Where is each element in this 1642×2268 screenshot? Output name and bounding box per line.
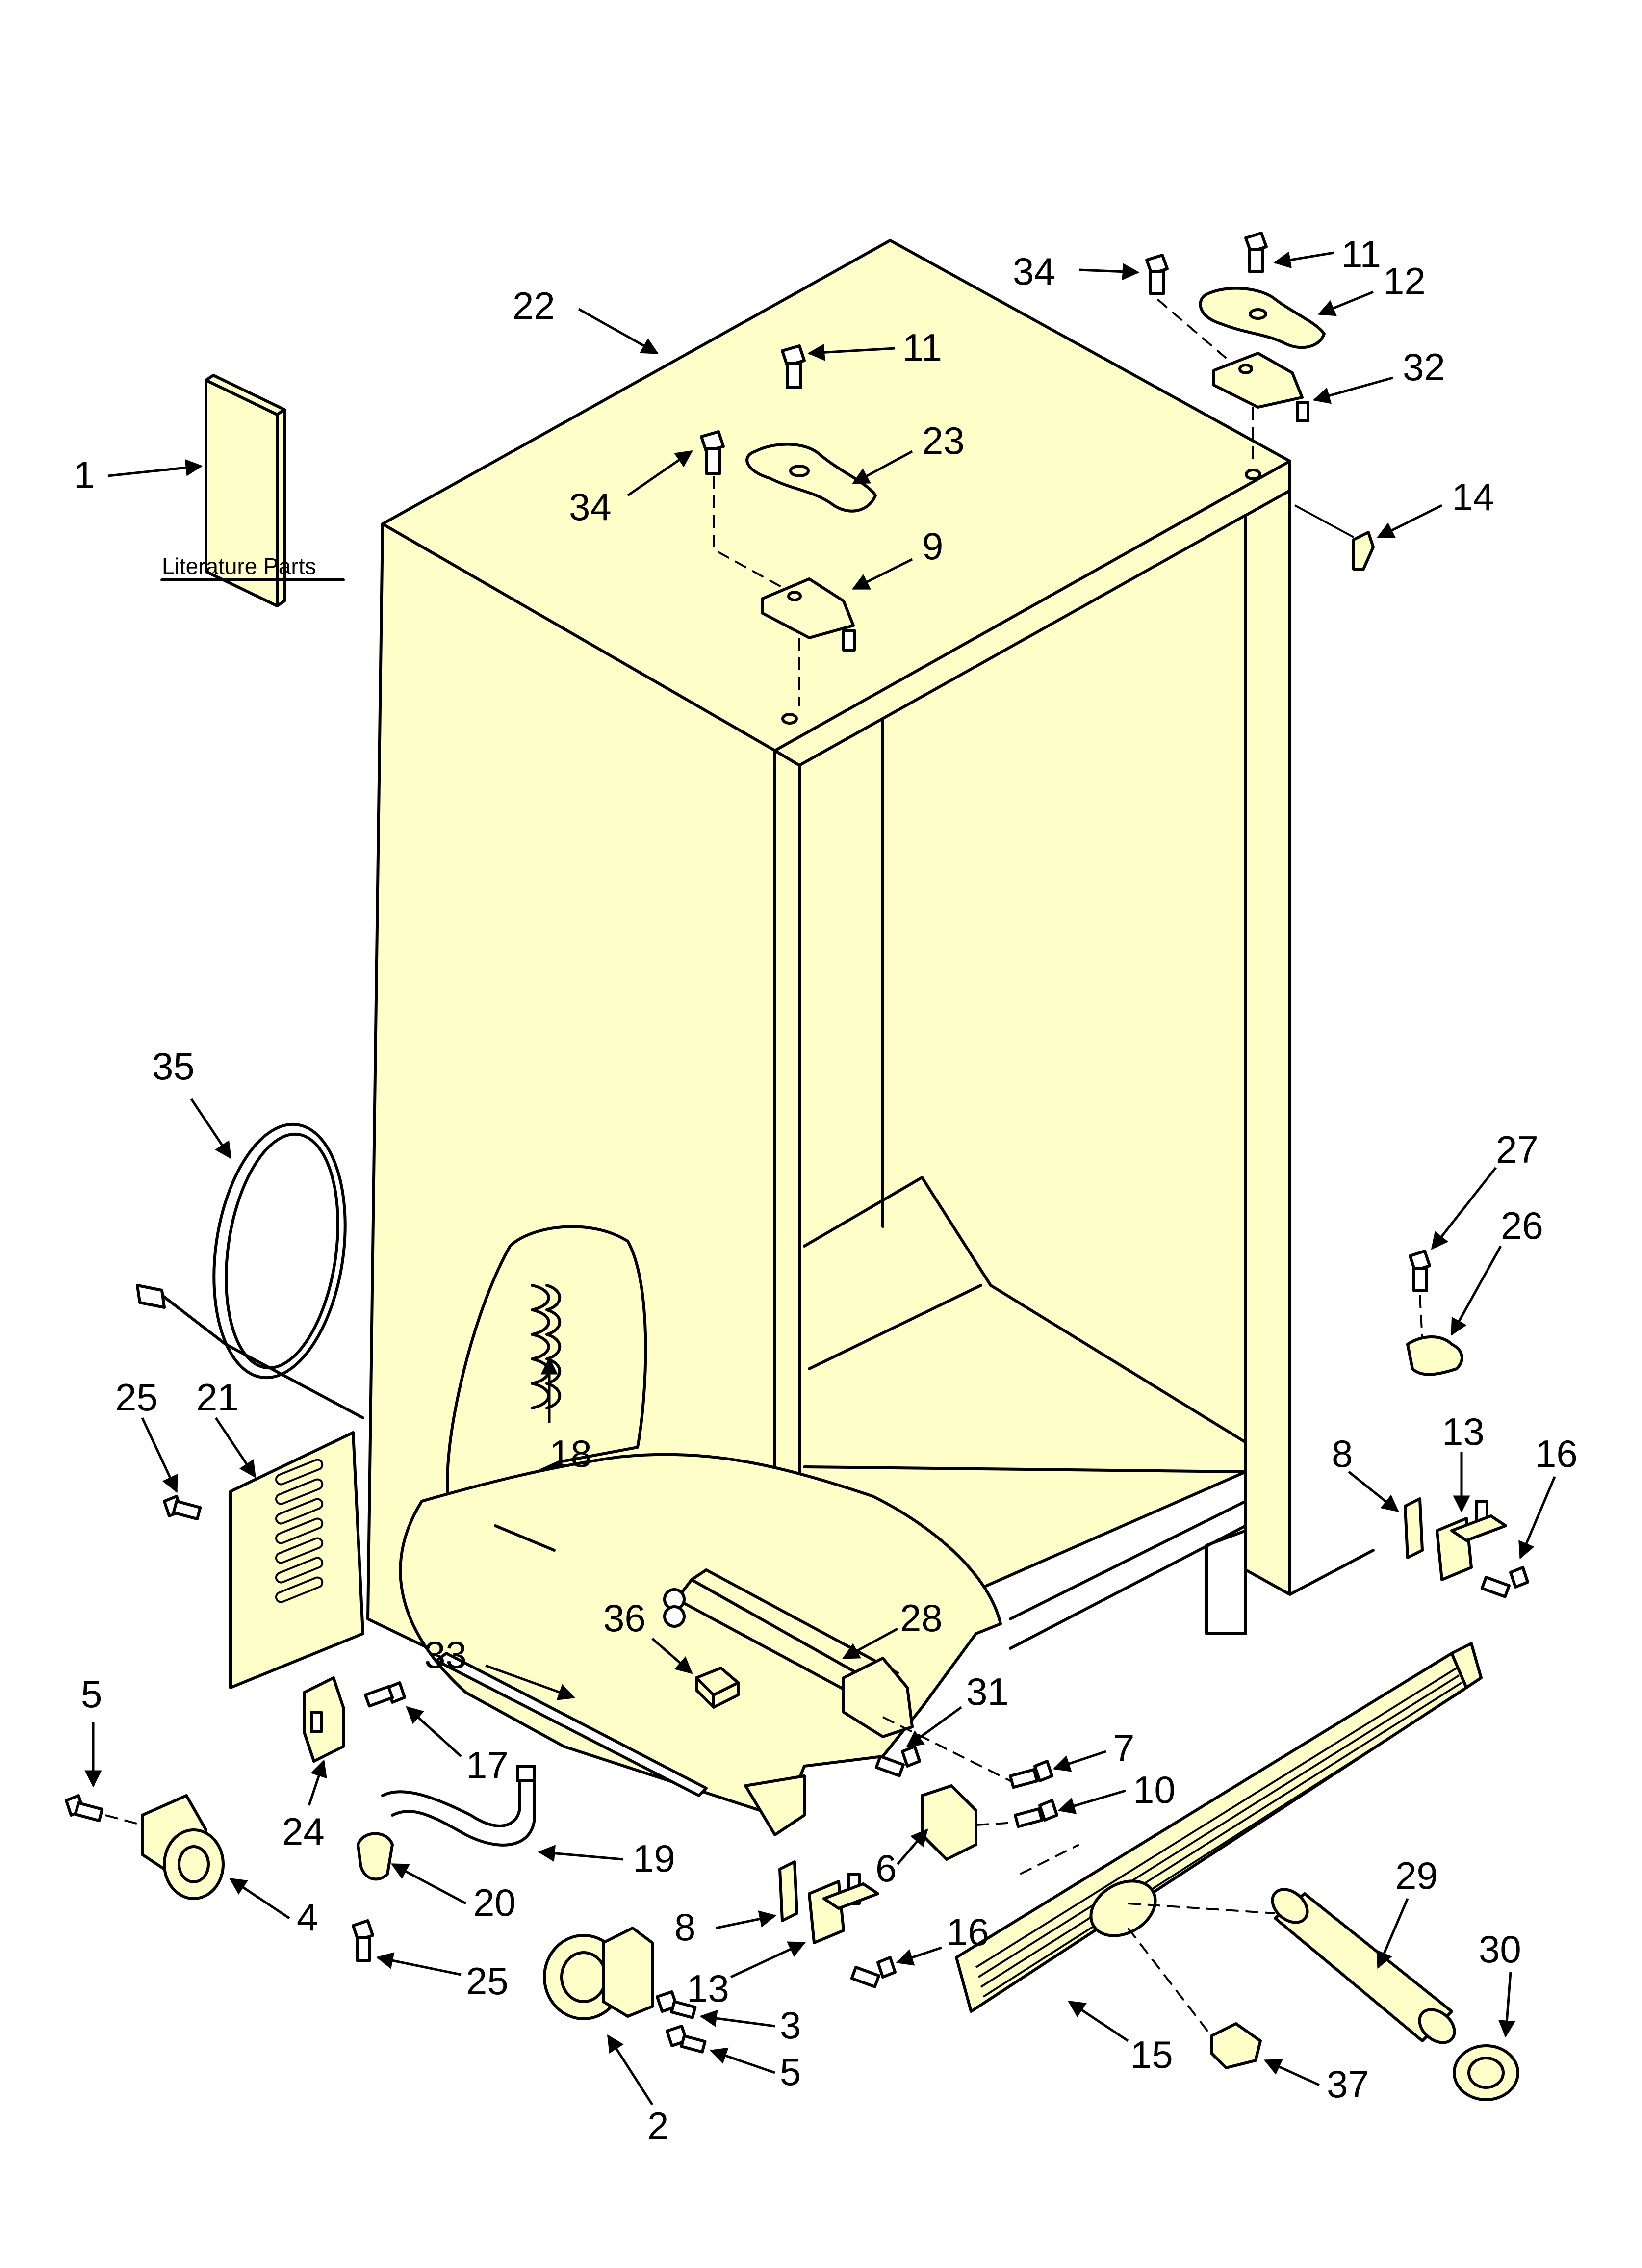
filter-cap	[1453, 2044, 1519, 2101]
base-grille	[955, 1642, 1483, 2013]
callout-8-lower: 8	[674, 1905, 695, 1949]
callout-28: 28	[900, 1596, 943, 1640]
callout-1: 1	[74, 453, 95, 496]
callout-34-right: 34	[1013, 250, 1055, 293]
power-cord	[136, 1122, 364, 1419]
callout-4: 4	[297, 1896, 318, 1939]
callout-16-right: 16	[1535, 1432, 1578, 1475]
callout-5-lower: 5	[780, 2050, 801, 2093]
callout-12: 12	[1383, 260, 1426, 303]
callout-20: 20	[473, 1881, 516, 1924]
pad	[695, 1667, 740, 1709]
water-line-19	[381, 1765, 536, 1847]
callout-36: 36	[603, 1596, 646, 1640]
callout-29: 29	[1395, 1854, 1438, 1897]
screws-7-10	[882, 1716, 1079, 1875]
top-hinge-assembly-left	[700, 344, 877, 706]
callout-11-left: 11	[902, 326, 942, 369]
callout-16-lower: 16	[947, 1910, 989, 1954]
hinge-bracket-26	[1406, 1250, 1463, 1376]
callout-3: 3	[780, 2004, 801, 2047]
screw-25-lower	[352, 1919, 374, 1962]
callout-7: 7	[1113, 1726, 1134, 1770]
literature-parts-caption: Literature Parts	[162, 553, 316, 579]
callout-6: 6	[875, 1847, 897, 1890]
callout-13-right: 13	[1442, 1410, 1485, 1453]
callout-33: 33	[424, 1633, 467, 1676]
callout-18: 18	[549, 1432, 592, 1475]
callout-21: 21	[196, 1376, 239, 1419]
callout-10: 10	[1133, 1768, 1176, 1811]
callout-17: 17	[466, 1744, 509, 1787]
callout-37: 37	[1327, 2062, 1369, 2106]
callout-35: 35	[152, 1044, 195, 1088]
callout-34-left: 34	[569, 485, 612, 528]
callout-22: 22	[513, 284, 555, 327]
roller-4	[65, 1794, 225, 1900]
callout-19: 19	[633, 1837, 675, 1880]
roller-2	[543, 1927, 707, 2054]
water-filter	[1128, 1888, 1456, 2044]
callout-15: 15	[1130, 2033, 1173, 2076]
callout-14: 14	[1452, 475, 1494, 519]
drain-tube	[435, 1652, 708, 1797]
callout-26: 26	[1501, 1204, 1543, 1247]
water-tube-coil	[531, 1284, 562, 1409]
callout-24: 24	[282, 1810, 325, 1853]
literature-parts	[205, 374, 286, 607]
callout-2: 2	[647, 2104, 668, 2147]
heater-assembly	[663, 1568, 914, 1738]
callout-30: 30	[1479, 1928, 1521, 1971]
hinge-pin-8-13-lower	[778, 1860, 897, 1988]
cutaway-view	[399, 1225, 1002, 1836]
callout-25-upper: 25	[115, 1376, 158, 1419]
clip-20	[357, 1832, 394, 1881]
hinge-bracket-24	[303, 1676, 406, 1763]
bracket-6	[921, 1784, 977, 1861]
top-hinge-assembly-right	[1145, 232, 1375, 571]
callout-32: 32	[1403, 345, 1445, 389]
callout-13-lower: 13	[687, 1967, 729, 2010]
callout-8-right: 8	[1332, 1432, 1353, 1475]
callout-9: 9	[922, 524, 943, 568]
filter-bypass-plug	[1127, 1927, 1262, 2069]
callout-5-left: 5	[81, 1672, 102, 1716]
callout-31: 31	[966, 1670, 1009, 1713]
callout-27: 27	[1496, 1128, 1539, 1171]
callout-25-lower: 25	[466, 1959, 509, 2003]
callout-23: 23	[922, 419, 965, 462]
hinge-pin-8-13-right	[1404, 1497, 1529, 1598]
callouts: 1 22 34 11 23 9 34 11 12 32 14 35 27 26 …	[74, 233, 1578, 2147]
rear-access-cover	[163, 1431, 364, 1689]
callout-11-right: 11	[1341, 233, 1381, 276]
screw-31	[874, 1745, 921, 1777]
